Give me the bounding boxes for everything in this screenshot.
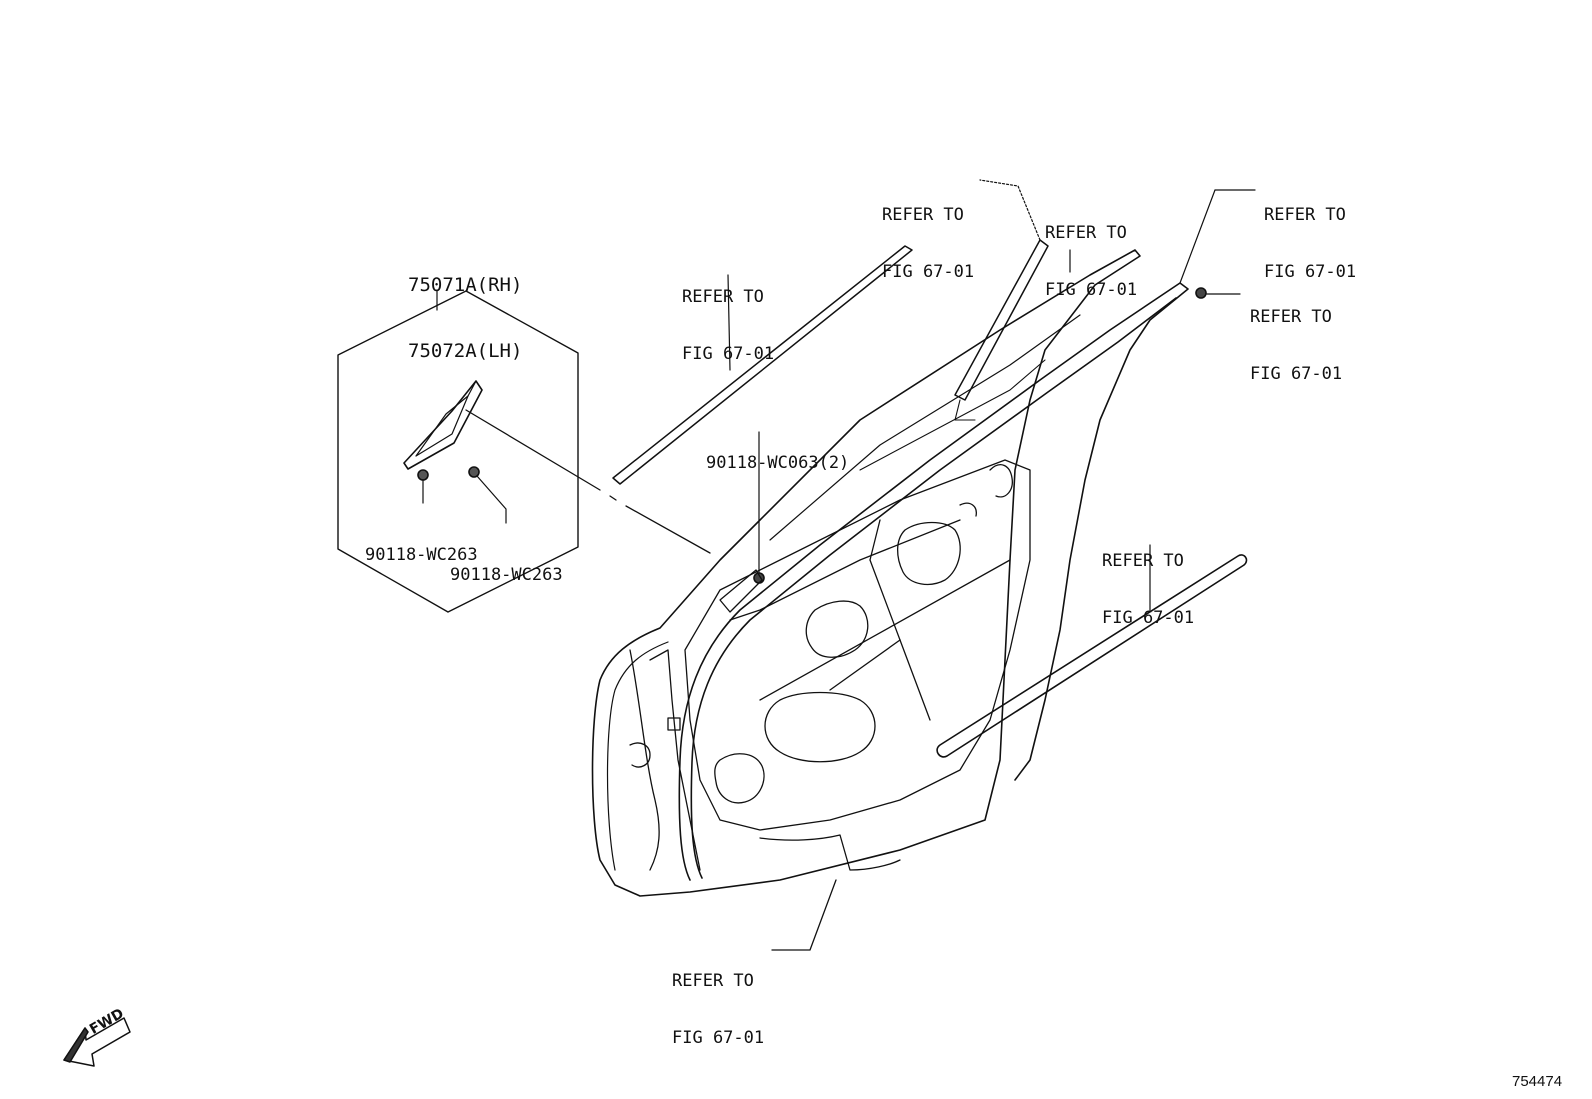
refer-top-right: REFER TO FIG 67-01 xyxy=(1264,205,1357,282)
door-screw-label: 90118-WC063(2) xyxy=(706,453,850,473)
screw-b-label: 90118-WC263 xyxy=(450,565,563,585)
clip-icon xyxy=(1195,287,1241,299)
refer-top-left: REFER TO FIG 67-01 xyxy=(682,287,775,364)
screw-b-icon xyxy=(468,466,507,524)
refer-bottom: REFER TO FIG 67-01 xyxy=(672,971,765,1048)
glass-part-rh: 75071A(RH) xyxy=(408,274,523,296)
figure-number: 754474 xyxy=(1512,1073,1563,1090)
fwd-arrow-icon xyxy=(63,1017,131,1067)
refer-right-belt: REFER TO FIG 67-01 xyxy=(1102,551,1195,628)
screw-a-icon xyxy=(417,469,429,504)
glass-location-leader xyxy=(465,409,711,554)
roof-moulding xyxy=(612,245,913,485)
door-screw-icon xyxy=(719,431,765,613)
door-weatherstrip xyxy=(678,189,1256,881)
door-front-panel xyxy=(629,649,701,871)
detail-hexagon xyxy=(337,289,579,613)
glass-part-lh: 75072A(LH) xyxy=(408,340,523,362)
quarter-glass xyxy=(403,380,483,470)
door-outer-frame xyxy=(591,249,1141,897)
refer-top-mid2: REFER TO FIG 67-01 xyxy=(1045,223,1138,300)
lower-seal xyxy=(759,834,901,951)
glass-part-label: 75071A(RH) 75072A(LH) xyxy=(408,230,522,384)
door-inner-panel xyxy=(684,459,1031,831)
refer-top-mid1: REFER TO FIG 67-01 xyxy=(882,205,975,282)
belt-moulding xyxy=(936,544,1248,758)
pillar-garnish xyxy=(954,179,1049,401)
screw-a-label: 90118-WC263 xyxy=(365,545,478,565)
refer-right-clip: REFER TO FIG 67-01 xyxy=(1250,307,1343,384)
